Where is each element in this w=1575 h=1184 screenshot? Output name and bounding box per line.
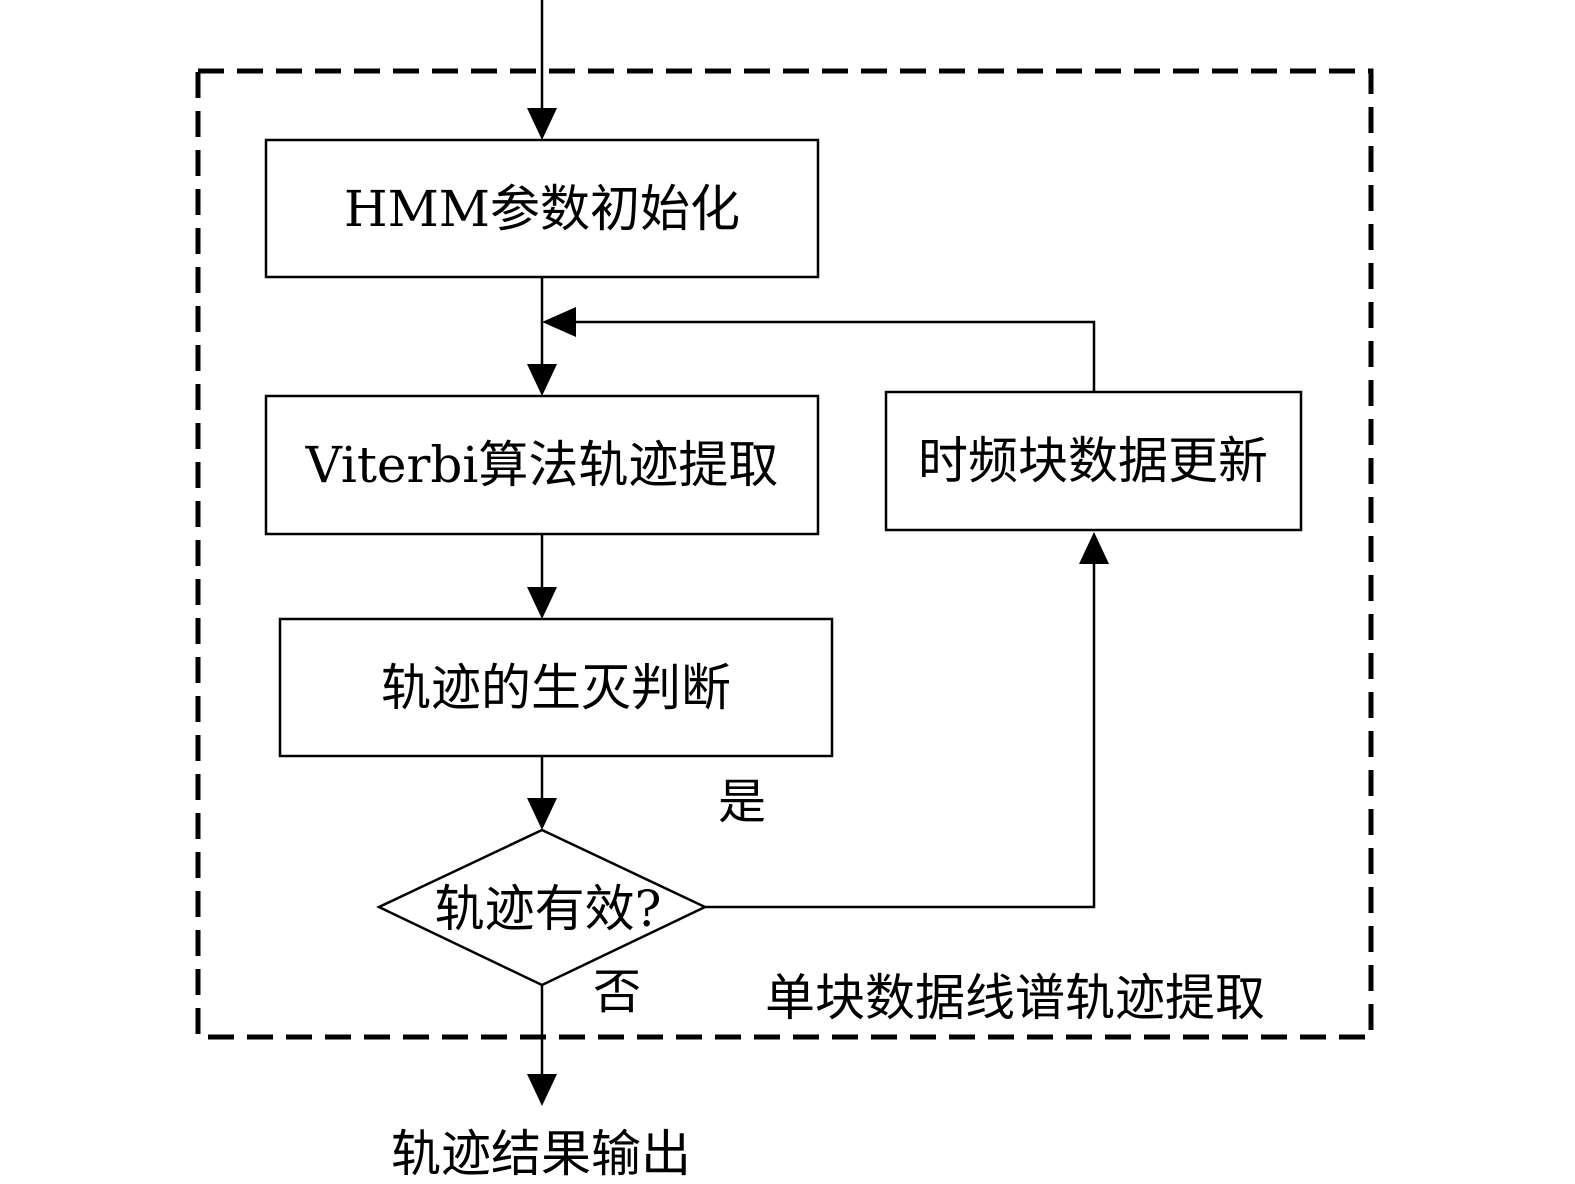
- arrowhead-no: [527, 1074, 557, 1106]
- arrowhead-viterbi-birthdeath: [527, 587, 557, 619]
- node-init: [264, 138, 820, 279]
- node-update: [884, 390, 1303, 532]
- node-viterbi: [264, 394, 820, 536]
- arrowhead-entry: [527, 108, 557, 140]
- arrowhead-birthdeath-valid: [527, 798, 557, 830]
- arrowhead-feedback: [542, 307, 576, 337]
- node-output-label: 轨迹结果输出: [391, 1125, 691, 1183]
- node-init-label: HMM参数初始化: [344, 180, 740, 238]
- edge-yes: [705, 562, 1096, 909]
- node-viterbi-label: Viterbi算法轨迹提取: [305, 436, 779, 494]
- node-valid-label: 轨迹有效?: [435, 880, 662, 938]
- group-label: 单块数据线谱轨迹提取: [765, 969, 1265, 1027]
- arrowhead-init-viterbi: [527, 364, 557, 396]
- arrowhead-yes: [1079, 532, 1109, 564]
- node-birth-death: [278, 617, 834, 758]
- edge-feedback: [574, 320, 1096, 392]
- group-frame: [195, 68, 1374, 1040]
- edge-yes-label: 是: [718, 774, 766, 830]
- edge-no-label: 否: [593, 964, 641, 1020]
- node-update-label: 时频块数据更新: [918, 432, 1268, 490]
- node-birth-death-label: 轨迹的生灭判断: [381, 659, 731, 717]
